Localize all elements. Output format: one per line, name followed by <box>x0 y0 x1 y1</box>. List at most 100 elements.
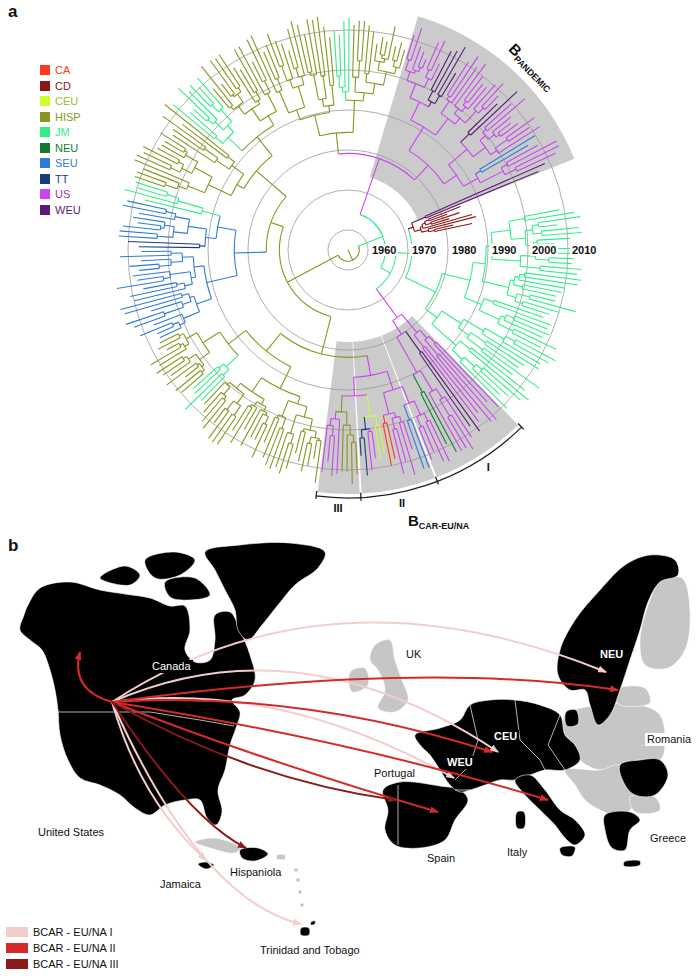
tree-branch <box>332 426 334 436</box>
tree-branch <box>464 319 484 331</box>
tree-branch <box>300 113 329 120</box>
clade-letter: B <box>408 512 419 529</box>
tree-branch <box>445 397 472 438</box>
tree-branch <box>424 220 428 222</box>
tree-branch <box>384 41 387 55</box>
tree-branch <box>482 107 485 110</box>
tree-branch <box>178 160 180 164</box>
tree-branch <box>423 348 479 421</box>
tree-branch <box>338 246 359 261</box>
tree-branch <box>185 366 198 376</box>
tree-branch <box>288 29 298 67</box>
tree-branch <box>261 409 267 412</box>
tree-branch <box>434 225 453 229</box>
tree-branch <box>137 188 166 197</box>
tree-branch <box>392 416 400 418</box>
tree-branch <box>171 252 182 253</box>
clade-subscript: CAR-EU/NA <box>419 521 470 531</box>
tree-branch <box>364 438 367 476</box>
tree-branch <box>422 59 426 68</box>
tree-branch <box>282 44 293 79</box>
tree-branch <box>201 376 224 400</box>
tree-branch <box>171 362 190 376</box>
clade-wedge <box>370 16 574 221</box>
tree-branch <box>175 214 176 220</box>
tree-branch <box>383 424 392 466</box>
tree-branch <box>160 334 178 343</box>
tree-branch <box>322 425 328 472</box>
tree-branch <box>232 166 244 175</box>
tree-branch <box>213 120 217 125</box>
tree-branch <box>367 395 370 417</box>
tree-branch <box>242 125 274 150</box>
tree-branch <box>216 59 237 89</box>
tree-branch <box>393 314 402 320</box>
tree-branch <box>356 442 357 474</box>
tree-branch <box>203 401 226 429</box>
country-label: Italy <box>505 846 529 859</box>
tree-branch <box>266 197 286 253</box>
tree-branch <box>191 277 195 279</box>
tree-branch <box>425 346 478 412</box>
tree-branch <box>473 263 485 264</box>
tree-branch <box>205 382 225 404</box>
tree-branch <box>482 132 488 139</box>
tree-branch <box>484 348 539 388</box>
tree-branch <box>430 420 450 461</box>
tree-branch <box>360 159 379 215</box>
tree-branch <box>261 399 264 404</box>
country-label: United States <box>36 826 106 839</box>
tree-branch <box>330 419 332 426</box>
tree-branch <box>548 258 549 263</box>
tree-branch <box>484 299 494 302</box>
tree-branch <box>376 289 397 318</box>
tree-branch <box>469 348 471 351</box>
tree-branch <box>410 84 416 98</box>
tree-branch <box>189 294 191 302</box>
tree-branch <box>238 106 244 114</box>
tree-branch <box>394 413 395 418</box>
tree-branch <box>275 41 283 65</box>
tree-branch <box>426 70 430 78</box>
tree-branch <box>345 92 346 100</box>
tree-branch <box>431 64 439 80</box>
tree-branch <box>359 61 360 78</box>
tree-branch <box>542 233 582 236</box>
tree-branch <box>464 263 473 298</box>
tree-branch <box>504 315 506 320</box>
tree-branch <box>190 272 192 284</box>
tree-branch <box>429 336 435 343</box>
tree-branch <box>495 140 507 149</box>
tree-branch <box>255 99 260 102</box>
tree-branch <box>422 230 429 232</box>
tree-branch <box>460 362 507 409</box>
tree-branch <box>214 408 225 422</box>
tree-branch <box>279 91 288 113</box>
tree-branch <box>463 105 468 109</box>
tree-branch <box>485 128 488 131</box>
tree-branch <box>343 425 350 426</box>
tree-branch <box>455 64 486 106</box>
clade-wedge <box>353 336 435 494</box>
tree-branch <box>523 285 562 293</box>
tree-branch <box>280 367 291 389</box>
tree-branch <box>167 194 179 198</box>
tree-branch <box>179 322 182 328</box>
legend-text: CD <box>55 80 71 92</box>
tree-branch <box>421 393 447 444</box>
tree-branch <box>393 60 397 61</box>
tree-branch <box>164 222 166 228</box>
region-label: NEU <box>598 648 625 661</box>
tree-branch <box>410 98 429 107</box>
tree-branch <box>348 18 349 92</box>
tree-branch <box>380 54 384 56</box>
tree-branch <box>516 340 555 361</box>
land-shape <box>300 927 310 936</box>
tree-branch <box>509 219 524 222</box>
tree-branch <box>404 401 414 405</box>
tree-branch <box>539 266 541 270</box>
tree-branch <box>422 352 480 432</box>
tree-branch <box>252 109 260 121</box>
tree-branch <box>222 374 225 377</box>
tree-branch <box>448 415 452 417</box>
